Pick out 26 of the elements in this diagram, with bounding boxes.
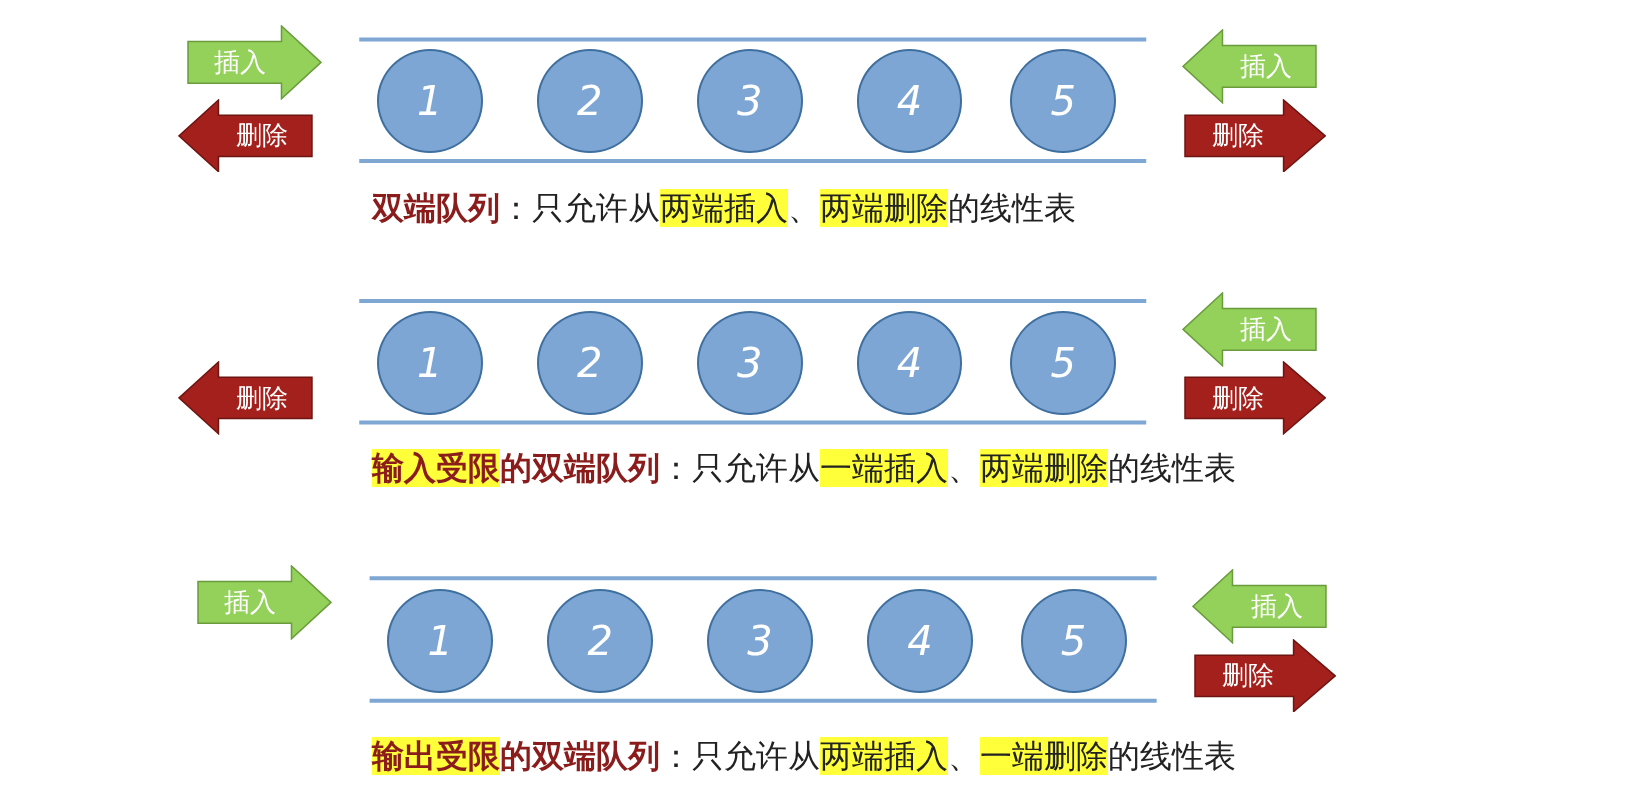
queue-element-circle: 3 bbox=[696, 311, 803, 416]
queue-element-circle: 5 bbox=[1020, 588, 1127, 693]
queue-element-circle: 1 bbox=[376, 48, 483, 153]
insert-direction-sign: 插入 bbox=[1181, 29, 1317, 104]
queue-element-circle: 5 bbox=[1010, 48, 1117, 153]
delete-direction-sign: 删除 bbox=[177, 98, 313, 173]
delete-direction-sign: 删除 bbox=[177, 361, 313, 435]
delete-direction-sign: 删除 bbox=[1183, 98, 1326, 173]
delete-direction-sign: 删除 bbox=[1194, 638, 1337, 713]
queue-element-circle: 4 bbox=[856, 48, 963, 153]
queue-element-circle: 4 bbox=[856, 311, 963, 416]
queue-element-circle: 5 bbox=[1010, 311, 1117, 416]
insert-direction-sign: 插入 bbox=[1181, 291, 1317, 367]
queue-element-circle: 1 bbox=[387, 588, 494, 693]
delete-direction-sign: 删除 bbox=[1183, 361, 1326, 435]
queue-element-circle: 1 bbox=[376, 311, 483, 416]
queue-element-circle: 3 bbox=[696, 48, 803, 153]
queue-element-circle: 4 bbox=[866, 588, 973, 693]
queue-element-circle: 2 bbox=[536, 311, 643, 416]
caption-text: 双端队列：只允许从两端插入、两端删除的线性表 bbox=[371, 187, 1076, 229]
queue-element-circle: 2 bbox=[536, 48, 643, 153]
queue-element-circle: 2 bbox=[547, 588, 654, 693]
queue-element-circle: 3 bbox=[707, 588, 813, 693]
insert-direction-sign: 插入 bbox=[197, 564, 333, 640]
insert-direction-sign: 插入 bbox=[1191, 568, 1327, 644]
insert-direction-sign: 插入 bbox=[186, 24, 322, 100]
